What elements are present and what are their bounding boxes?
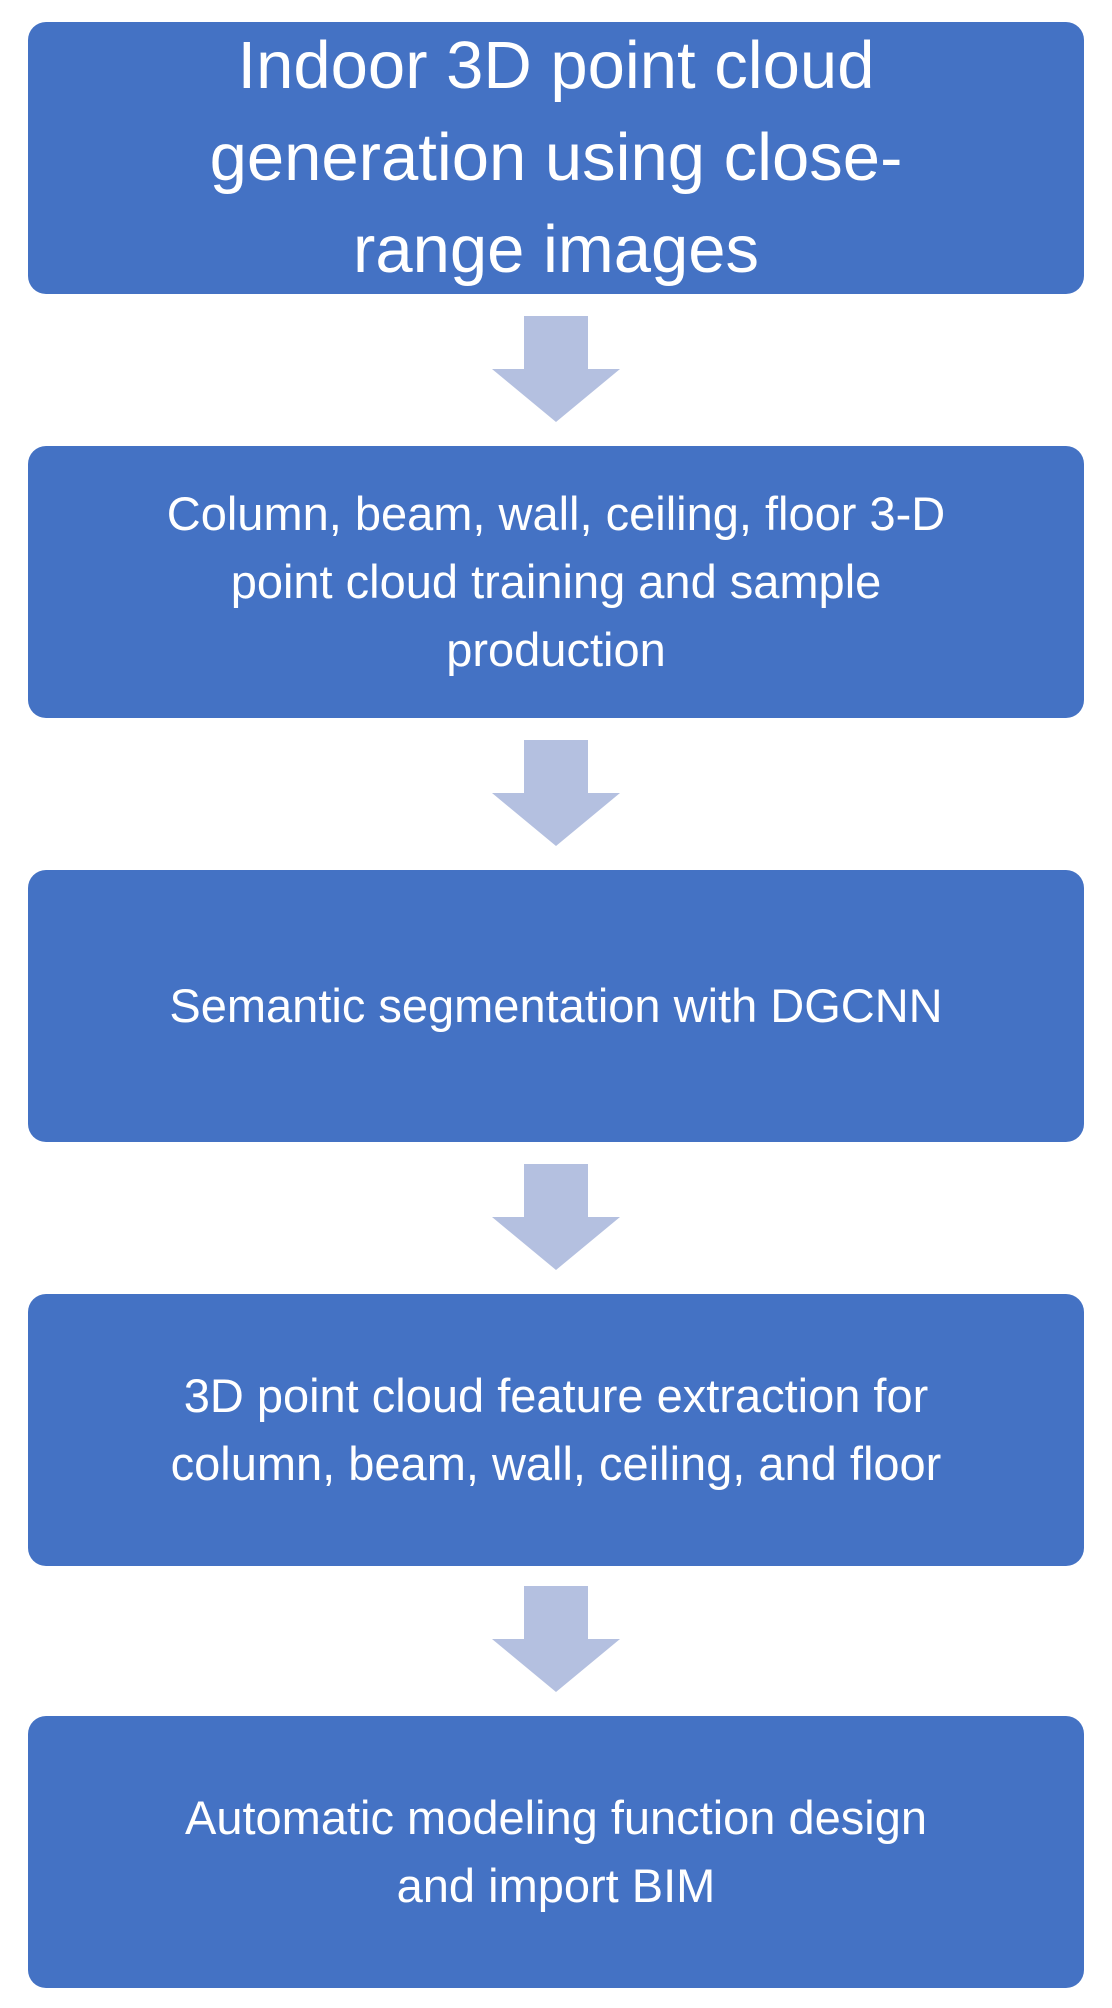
down-arrow-icon (492, 1586, 620, 1692)
step-label: Semantic segmentation with DGCNN (169, 979, 943, 1032)
down-arrow-icon (492, 740, 620, 846)
down-arrow-icon (492, 316, 620, 422)
step-label: Indoor 3D point cloud generation using c… (209, 28, 903, 287)
step-box-automatic-modeling: Automatic modeling function design and i… (28, 1716, 1084, 1988)
step-box-feature-extraction: 3D point cloud feature extraction for co… (28, 1294, 1084, 1566)
step-label: Automatic modeling function design and i… (185, 1791, 927, 1912)
step-label: Column, beam, wall, ceiling, floor 3-D p… (166, 487, 946, 676)
down-arrow-icon (492, 1164, 620, 1270)
step-box-training-sample-production: Column, beam, wall, ceiling, floor 3-D p… (28, 446, 1084, 718)
step-label: 3D point cloud feature extraction for co… (170, 1369, 942, 1490)
step-box-semantic-segmentation: Semantic segmentation with DGCNN (28, 870, 1084, 1142)
step-box-point-cloud-generation: Indoor 3D point cloud generation using c… (28, 22, 1084, 294)
